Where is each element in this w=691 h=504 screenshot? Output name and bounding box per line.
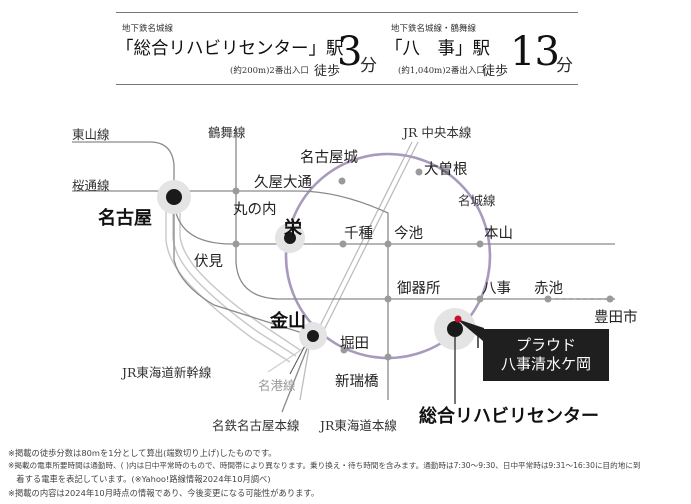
sakuradori-line-label: 桜通線 bbox=[72, 178, 110, 193]
footnote-1: ※掲載の徒歩分数は80mを1分として算出(端数切り上げ)したものです。 bbox=[8, 448, 277, 458]
station-label-akaike: 赤池 bbox=[534, 281, 563, 297]
jr-chuo-line-label: JR 中央本線 bbox=[403, 125, 472, 140]
station2-minutes-unit: 分 bbox=[556, 56, 573, 76]
property-name-line2: 八事清水ケ岡 bbox=[500, 355, 591, 373]
station-label-marunouchi: 丸の内 bbox=[233, 202, 277, 218]
property-box-pointer bbox=[460, 320, 484, 342]
station2-exit: (約1,040m)2番出入口 bbox=[398, 66, 485, 76]
station-label-kanayama: 金山 bbox=[270, 311, 306, 332]
station-label-horita: 堀田 bbox=[340, 336, 369, 352]
property-name-line1: プラウド bbox=[515, 336, 576, 354]
jr-tokaido-line-label: JR東海道本線 bbox=[320, 418, 397, 433]
header-top-rule bbox=[116, 12, 578, 13]
station-label-shinmizuhashi: 新瑞橋 bbox=[335, 374, 379, 390]
meiko-line-label: 名港線 bbox=[258, 378, 296, 393]
station-label-sakae: 栄 bbox=[284, 218, 302, 239]
station1-name: 「総合リハビリセンター」駅 bbox=[116, 39, 344, 59]
station2-line-label: 地下鉄名城線・鶴舞線 bbox=[391, 24, 477, 34]
minor-stations bbox=[232, 168, 614, 361]
station2-minutes: 13 bbox=[510, 29, 560, 75]
station-label-ozone: 大曽根 bbox=[424, 162, 468, 178]
tsurumai-line-label: 鶴舞線 bbox=[208, 125, 246, 140]
header-bottom-rule bbox=[116, 84, 578, 85]
station1-walk: 徒歩 bbox=[314, 64, 341, 79]
station-label-fushimi: 伏見 bbox=[194, 254, 223, 270]
sakuradori-line bbox=[72, 190, 389, 400]
meitetsu-line-label: 名鉄名古屋本線 bbox=[212, 418, 300, 433]
station1-exit: (約200m)2番出入口 bbox=[230, 66, 309, 76]
footnote-2: ※掲載の電車所要時間は通勤時、( )内は日中平常時のもので、時間帯により異なりま… bbox=[8, 461, 641, 470]
station2-name: 「八 事」駅 bbox=[385, 39, 490, 59]
jr-tokaido-line bbox=[299, 341, 311, 401]
jr-shinkansen-line-label: JR東海道新幹線 bbox=[122, 365, 212, 380]
footnote-3: 着する電車を表記しています。(※Yahoo!路線情報2024年10月調べ) bbox=[8, 474, 271, 484]
station-label-nagoyajo: 名古屋城 bbox=[300, 150, 358, 166]
station1-minutes-unit: 分 bbox=[360, 56, 377, 76]
station-label-sogo-riha: 総合リハビリセンター bbox=[419, 406, 599, 427]
station-label-nagoya: 名古屋 bbox=[98, 208, 152, 229]
station-label-chikusa: 千種 bbox=[344, 226, 373, 242]
meijo-line-label: 名城線 bbox=[458, 193, 496, 208]
station-label-motoyama: 本山 bbox=[484, 226, 513, 242]
station2-walk: 徒歩 bbox=[482, 64, 509, 79]
property-location-dot bbox=[454, 315, 462, 323]
major-station-hubs bbox=[157, 180, 476, 350]
station-label-hisaya-odori: 久屋大通 bbox=[254, 175, 312, 191]
higashiyama-line-label: 東山線 bbox=[72, 127, 110, 142]
meitetsu-line bbox=[173, 200, 313, 413]
footnote-4: ※掲載の内容は2024年10月時点の情報であり、今後変更になる可能性があります。 bbox=[8, 488, 320, 498]
station1-line-label: 地下鉄名城線 bbox=[122, 24, 174, 34]
station1-minutes: 3 bbox=[337, 29, 363, 75]
station-label-toyota: 豊田市 bbox=[594, 310, 638, 326]
station-label-imaike: 今池 bbox=[394, 226, 423, 242]
station-label-gokiso: 御器所 bbox=[397, 281, 441, 297]
station-label-yagoto: 八事 bbox=[482, 281, 511, 297]
tsurumai-line bbox=[235, 126, 615, 300]
property-label-box: プラウド 八事清水ケ岡 bbox=[483, 329, 609, 381]
